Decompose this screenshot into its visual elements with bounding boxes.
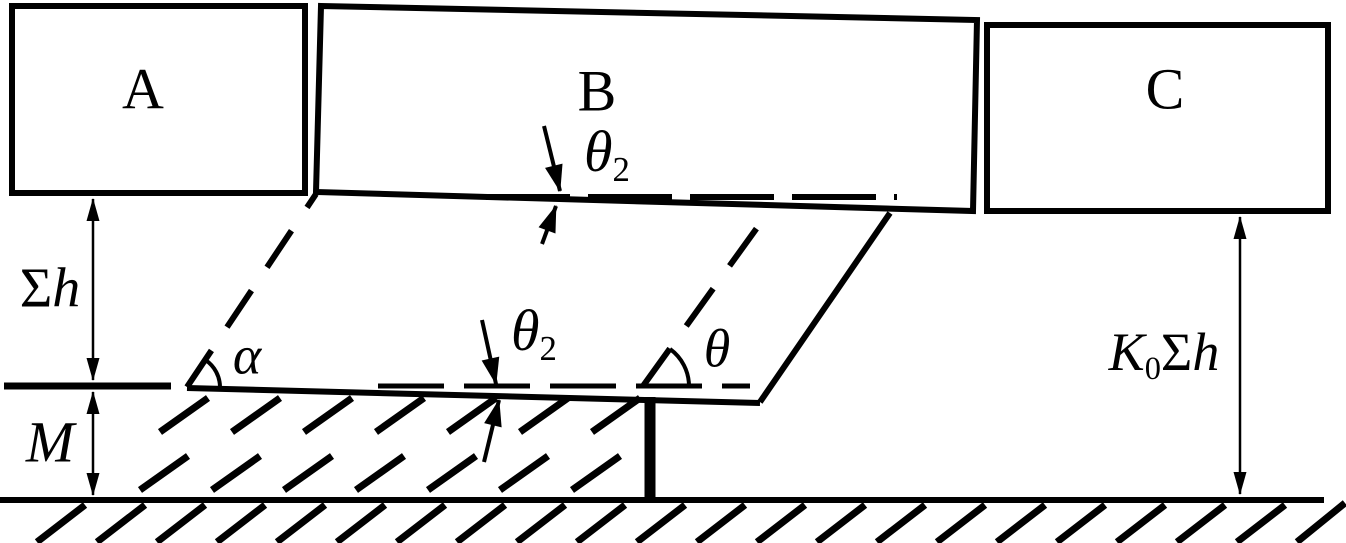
block-c-letter: C xyxy=(1145,56,1185,122)
ground-hatching xyxy=(34,500,1346,543)
theta-symbol: θ xyxy=(511,298,540,364)
k0-sigma-h-label: K0Σh xyxy=(1109,325,1220,388)
theta2-upper-label: θ2 xyxy=(584,123,630,189)
theta2-lower-pointer-down xyxy=(480,319,500,385)
alpha-fracture-line-dashed xyxy=(184,192,319,389)
block-c-label: C xyxy=(1146,60,1185,118)
block-a-letter: A xyxy=(122,56,164,122)
k-symbol: K xyxy=(1108,322,1145,383)
alpha-angle-label: α xyxy=(233,328,261,382)
block-b-letter: B xyxy=(577,58,617,124)
h-symbol: h xyxy=(1192,322,1220,383)
goaf-hatching-upper-row xyxy=(157,395,643,435)
sigma-h-label: Σh xyxy=(20,260,81,316)
theta2-subscript: 2 xyxy=(612,149,630,189)
theta-angle-arc xyxy=(668,347,691,387)
rotated-stratum-bottom-edge xyxy=(186,385,761,406)
alpha-symbol: α xyxy=(232,325,262,386)
theta-symbol: θ xyxy=(584,119,613,185)
theta-angle-label: θ xyxy=(704,321,731,375)
block-b-label: B xyxy=(578,62,617,120)
goaf-hatching-lower-row xyxy=(137,453,623,493)
sigma-symbol: Σ xyxy=(19,257,53,320)
theta-fracture-line-dashed xyxy=(640,205,775,388)
m-symbol: M xyxy=(25,409,75,475)
theta2-upper-pointer-down xyxy=(542,125,563,192)
sigma-symbol: Σ xyxy=(1160,322,1193,383)
theta2-lower-pointer-up xyxy=(482,399,502,463)
block-a-label: A xyxy=(122,60,164,118)
k0-subscript: 0 xyxy=(1144,351,1161,388)
block-c-outline xyxy=(984,22,1331,214)
alpha-angle-arc xyxy=(204,358,223,388)
theta2-lower-label: θ2 xyxy=(511,302,557,368)
block-b-outline xyxy=(312,2,981,215)
block-a-outline xyxy=(9,3,308,196)
theta2-upper-pointer-up xyxy=(538,205,558,245)
h-symbol: h xyxy=(52,257,81,320)
rotated-stratum-right-edge xyxy=(757,211,893,404)
mining-height-label: M xyxy=(26,413,74,471)
theta-symbol: θ xyxy=(703,318,731,379)
theta2-subscript: 2 xyxy=(539,328,557,368)
